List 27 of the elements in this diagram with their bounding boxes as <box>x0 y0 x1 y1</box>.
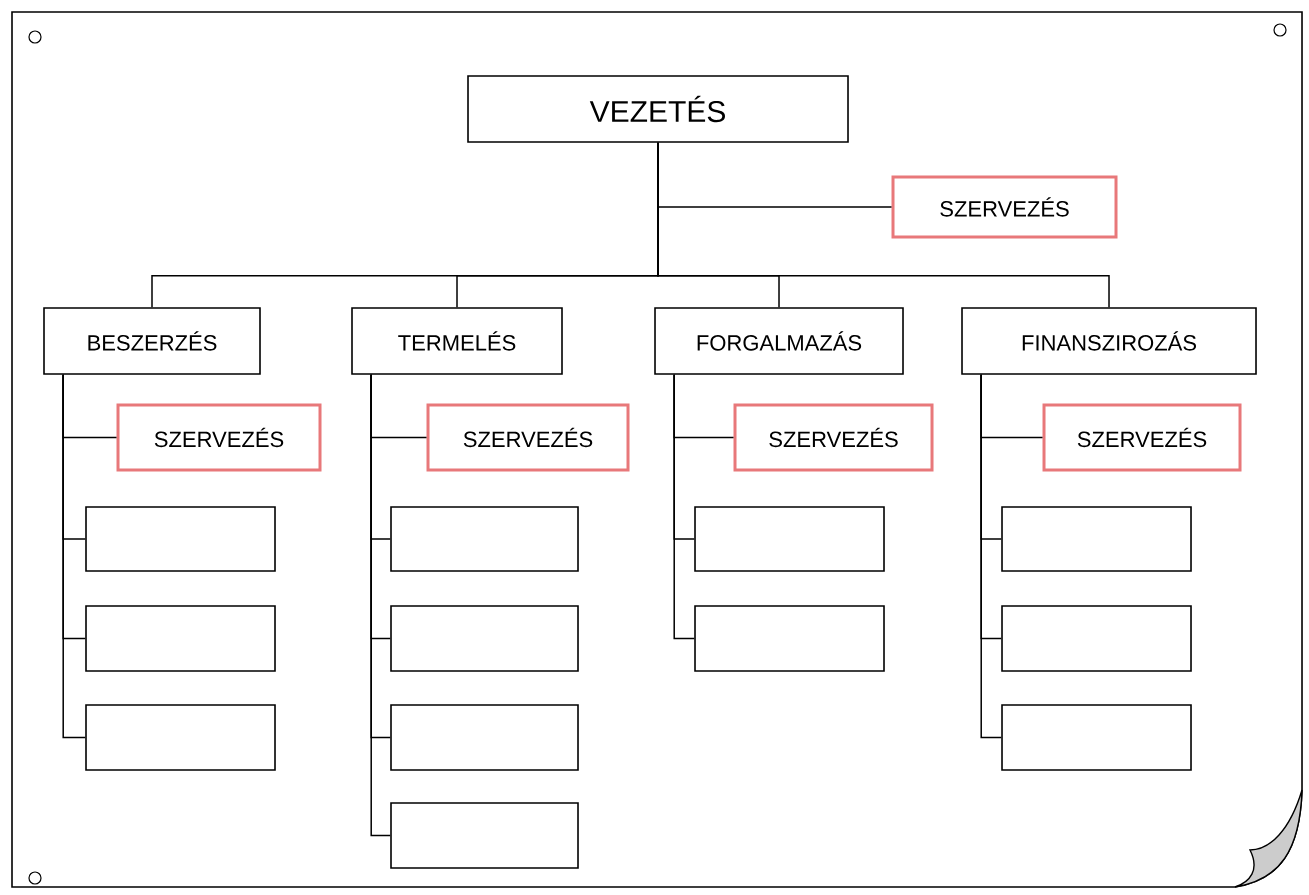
organizing-box: SZERVEZÉS <box>426 403 630 472</box>
connector-line <box>980 374 1002 739</box>
empty-box <box>1001 506 1192 572</box>
empty-box <box>85 704 276 771</box>
connector-line <box>370 374 391 837</box>
department-box: BESZERZÉS <box>43 307 261 375</box>
empty-box <box>694 506 885 572</box>
organizing-box: SZERVEZÉS <box>116 403 322 472</box>
empty-box <box>1001 605 1192 672</box>
department-box: TERMELÉS <box>351 307 563 375</box>
empty-box <box>390 802 579 869</box>
empty-box <box>1001 704 1192 771</box>
empty-box <box>694 605 885 672</box>
empty-box <box>390 506 579 572</box>
department-box: FORGALMAZÁS <box>654 307 904 375</box>
management-box: VEZETÉS <box>467 75 849 143</box>
department-box: FINANSZIROZÁS <box>961 307 1257 375</box>
connector-line <box>657 142 1110 308</box>
connector-line <box>673 374 695 640</box>
empty-box <box>390 605 579 672</box>
empty-box <box>85 605 276 672</box>
empty-box <box>85 506 276 572</box>
organizing-box: SZERVEZÉS <box>733 403 934 472</box>
organizing-box: SZERVEZÉS <box>891 175 1118 239</box>
empty-box <box>390 704 579 771</box>
connector-line <box>62 374 86 739</box>
organizing-box: SZERVEZÉS <box>1042 403 1242 472</box>
